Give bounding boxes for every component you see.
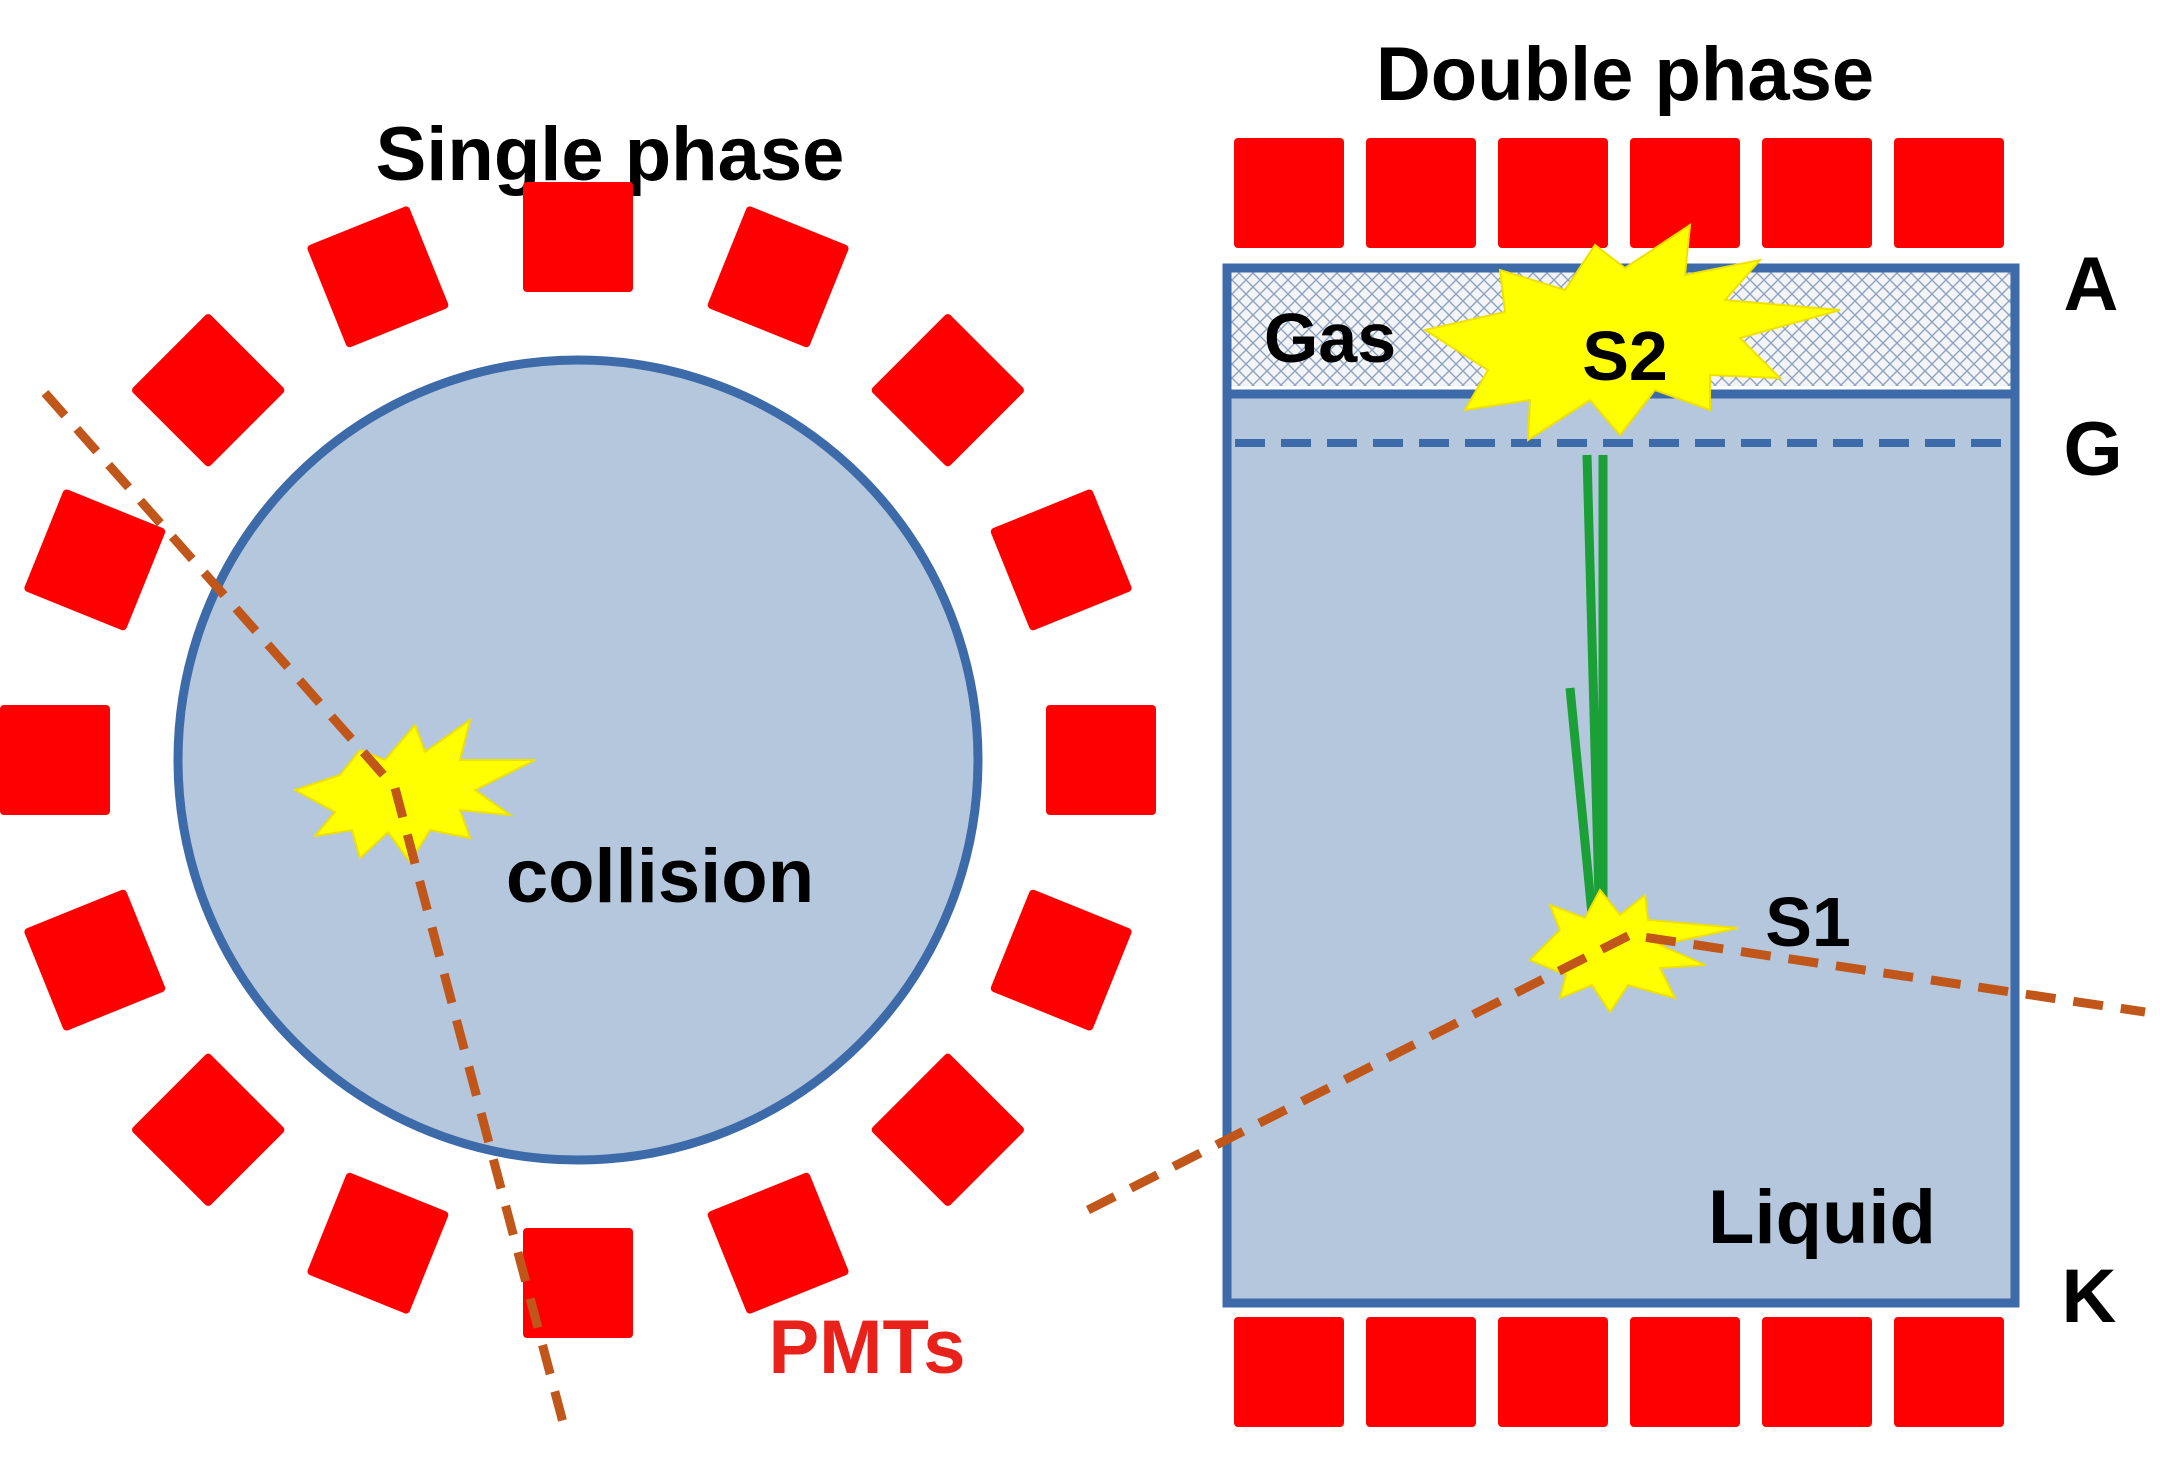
single-phase-panel: Single phase collision PMTs [0, 112, 1156, 1432]
cathode-label: K [2062, 1254, 2117, 1339]
pmt [132, 1053, 285, 1206]
pmt [1894, 138, 2004, 248]
pmt [1366, 138, 1476, 248]
anode-label: A [2064, 242, 2119, 327]
pmt [1498, 138, 1608, 248]
pmt [1630, 138, 1740, 248]
particle-track-single [41, 390, 570, 1432]
particle-track-double [1085, 930, 2146, 1215]
pmt-row-top [1234, 138, 2004, 248]
pmt [1234, 138, 1344, 248]
s2-label: S2 [1582, 317, 1668, 395]
pmt [1234, 1317, 1344, 1427]
pmt [707, 206, 849, 348]
pmt [707, 1172, 849, 1314]
pmt [24, 889, 166, 1031]
s2-flash [1422, 223, 1841, 442]
pmt-row-bottom [1234, 1317, 2004, 1427]
pmt-ring [0, 182, 1156, 1338]
pmt [24, 489, 166, 631]
pmt [990, 889, 1132, 1031]
liquid-region [1227, 398, 2015, 1303]
liquid-label: Liquid [1708, 1175, 1936, 1260]
pmt [990, 489, 1132, 631]
pmt [132, 314, 285, 467]
pmt [871, 314, 1024, 467]
pmt [1498, 1317, 1608, 1427]
grid-label: G [2063, 407, 2122, 492]
s1-flash [1528, 888, 1739, 1014]
double-phase-title: Double phase [1376, 32, 1874, 117]
double-phase-panel: Double phase Gas Liquid S2 S1 A G [1085, 32, 2146, 1427]
pmts-label: PMTs [768, 1305, 965, 1390]
gas-label: Gas [1264, 299, 1396, 377]
pmt [1046, 705, 1156, 815]
pmt [1894, 1317, 2004, 1427]
collision-flash [292, 717, 536, 864]
single-phase-vessel [173, 355, 983, 1165]
pmt [523, 1228, 633, 1338]
pmt [0, 705, 110, 815]
electron-drift-lines [1565, 454, 1608, 936]
pmt [1762, 1317, 1872, 1427]
pmt [1366, 1317, 1476, 1427]
s1-label: S1 [1765, 883, 1851, 961]
pmt [307, 206, 449, 348]
collision-label: collision [506, 834, 814, 919]
pmt [871, 1053, 1024, 1206]
pmt [307, 1172, 449, 1314]
pmt [1630, 1317, 1740, 1427]
pmt [1762, 138, 1872, 248]
pmt [523, 182, 633, 292]
